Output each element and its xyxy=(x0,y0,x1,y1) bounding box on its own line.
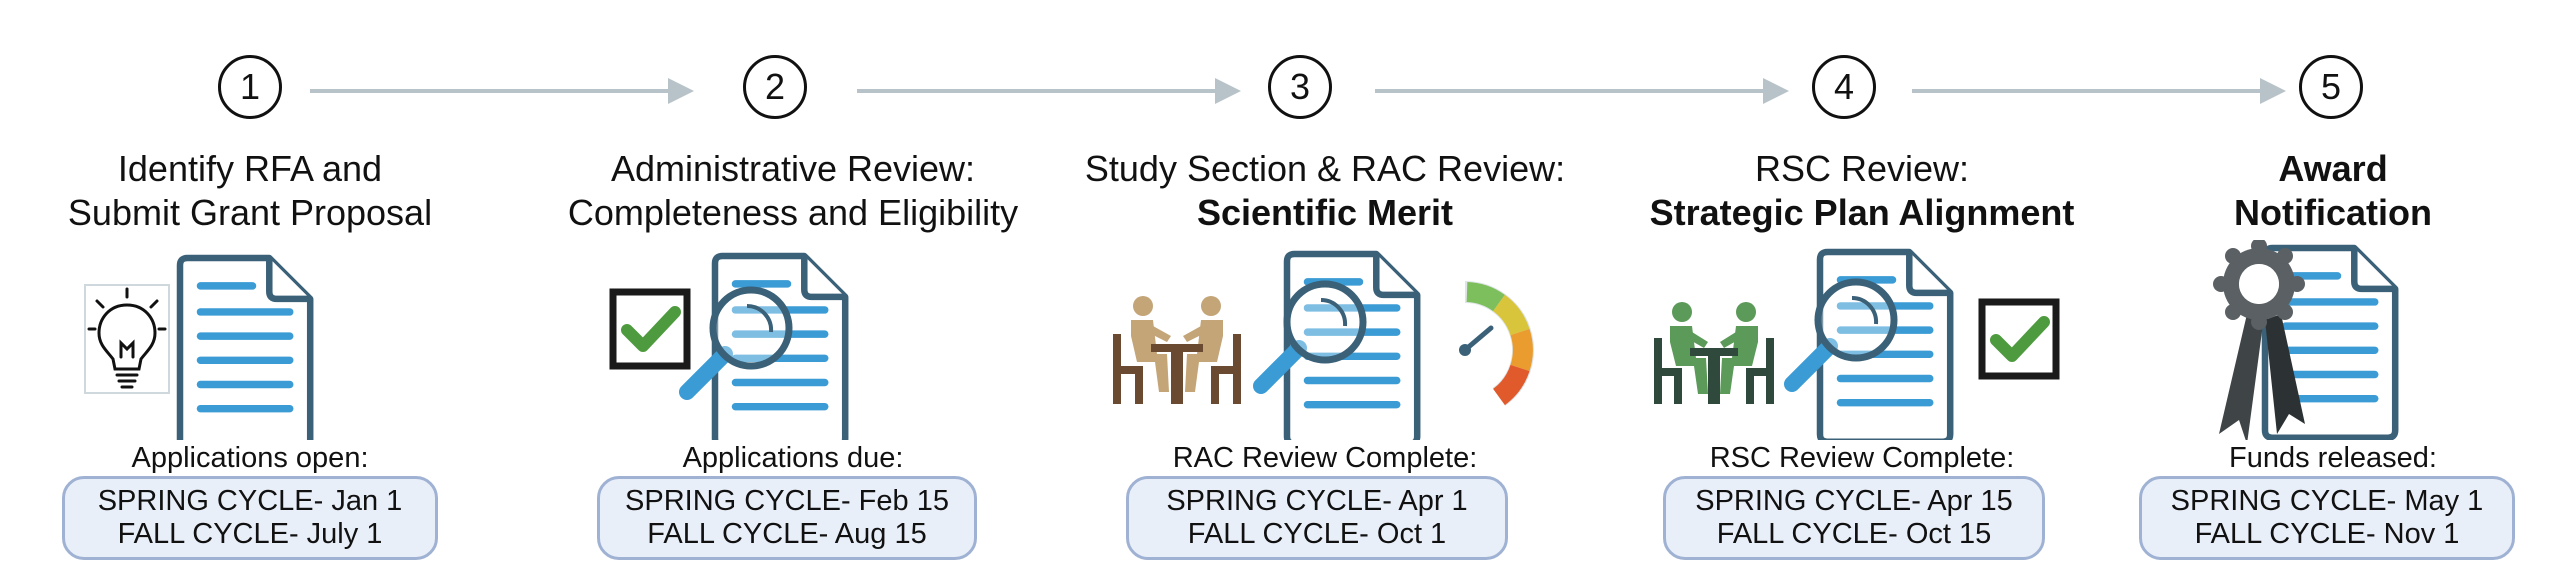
arrow-2-3 xyxy=(857,78,1241,104)
step-title-2-line-2: Completeness and Eligibility xyxy=(567,192,1019,233)
arrow-3-4 xyxy=(1375,78,1789,104)
step-5-spring-date: SPRING CYCLE- May 1 xyxy=(2170,485,2484,517)
step-4-spring-date: SPRING CYCLE- Apr 15 xyxy=(1695,485,2013,517)
step-title-4: RSC Review: Strategic Plan Alignment xyxy=(1562,147,2162,235)
document-icon xyxy=(180,258,310,440)
step-2-date-box: SPRING CYCLE- Feb 15 FALL CYCLE- Aug 15 xyxy=(597,476,977,560)
reviewers-table-icon xyxy=(1113,296,1241,404)
step-1: 1 Identify RFA and Submit Grant Proposal xyxy=(0,0,550,572)
step-5: 5 Award Notification xyxy=(2033,0,2560,572)
checkbox-icon xyxy=(613,292,687,366)
step-title-1-line-1: Identify RFA and xyxy=(117,148,383,189)
step-4: 4 RSC Review: Strategic Plan Alignment xyxy=(1562,0,2162,572)
step-2-illustration xyxy=(493,240,1093,440)
step-number-3: 3 xyxy=(1268,55,1332,119)
step-title-5-line-1: Award xyxy=(2278,148,2388,189)
step-2-spring-date: SPRING CYCLE- Feb 15 xyxy=(625,485,949,517)
step-2-fall-date: FALL CYCLE- Aug 15 xyxy=(647,518,927,550)
step-3-fall-date: FALL CYCLE- Oct 1 xyxy=(1187,518,1447,550)
step-title-3-line-2: Scientific Merit xyxy=(1196,192,1454,233)
step-title-2-line-1: Administrative Review: xyxy=(610,148,976,189)
step-title-4-line-2: Strategic Plan Alignment xyxy=(1649,192,2075,233)
step-4-fall-date: FALL CYCLE- Oct 15 xyxy=(1716,518,1992,550)
step-title-4-line-1: RSC Review: xyxy=(1754,148,1970,189)
gauge-icon xyxy=(1459,281,1534,406)
step-title-5: Award Notification xyxy=(2033,147,2560,235)
step-title-3: Study Section & RAC Review: Scientific M… xyxy=(1025,147,1625,235)
step-4-date-box: SPRING CYCLE- Apr 15 FALL CYCLE- Oct 15 xyxy=(1663,476,2045,560)
reviewers-table-icon xyxy=(1654,302,1774,404)
step-number-5: 5 xyxy=(2299,55,2363,119)
step-title-2: Administrative Review: Completeness and … xyxy=(493,147,1093,235)
step-title-1-line-2: Submit Grant Proposal xyxy=(67,192,433,233)
step-3-date-box: SPRING CYCLE- Apr 1 FALL CYCLE- Oct 1 xyxy=(1126,476,1508,560)
step-4-illustration xyxy=(1654,240,2162,440)
step-number-1: 1 xyxy=(218,55,282,119)
step-title-3-line-1: Study Section & RAC Review: xyxy=(1084,148,1566,189)
step-5-fall-date: FALL CYCLE- Nov 1 xyxy=(2194,518,2460,550)
step-1-spring-date: SPRING CYCLE- Jan 1 xyxy=(97,485,403,517)
step-1-illustration xyxy=(84,240,550,440)
step-number-2: 2 xyxy=(743,55,807,119)
step-2: 2 Administrative Review: Completeness an… xyxy=(493,0,1093,572)
arrow-4-5 xyxy=(1912,78,2286,104)
step-5-illustration xyxy=(2213,240,2560,440)
step-3-spring-date: SPRING CYCLE- Apr 1 xyxy=(1166,485,1468,517)
step-1-date-box: SPRING CYCLE- Jan 1 FALL CYCLE- July 1 xyxy=(62,476,438,560)
lightbulb-icon xyxy=(84,284,170,394)
step-5-date-label: Funds released: xyxy=(2229,442,2437,474)
step-number-4: 4 xyxy=(1812,55,1876,119)
step-3-date-label: RAC Review Complete: xyxy=(1172,442,1478,474)
step-4-date-label: RSC Review Complete: xyxy=(1709,442,2015,474)
step-5-date-box: SPRING CYCLE- May 1 FALL CYCLE- Nov 1 xyxy=(2139,476,2515,560)
step-2-date-label: Applications due: xyxy=(682,442,904,474)
award-ribbon-icon xyxy=(2213,240,2305,440)
arrow-1-2 xyxy=(310,78,694,104)
step-3-illustration xyxy=(1113,240,1534,440)
step-title-5-line-2: Notification xyxy=(2234,192,2432,233)
step-title-1: Identify RFA and Submit Grant Proposal xyxy=(0,147,550,235)
step-1-fall-date: FALL CYCLE- July 1 xyxy=(117,518,383,550)
step-3: 3 Study Section & RAC Review: Scientific… xyxy=(1025,0,1625,572)
step-1-date-label: Applications open: xyxy=(131,442,369,474)
